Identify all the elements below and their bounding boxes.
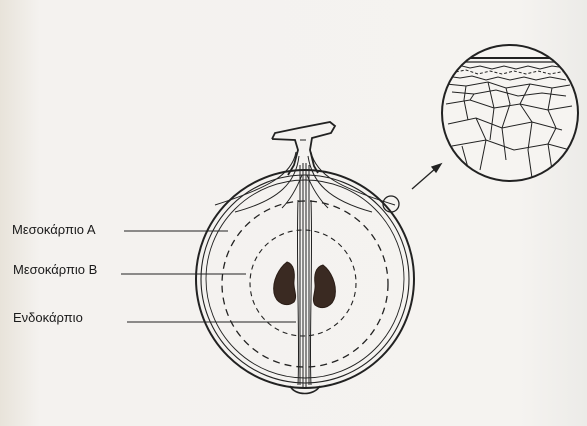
label-mesocarp-a: Μεσοκάρπιο Α xyxy=(12,223,96,237)
seed-left xyxy=(274,262,296,305)
magnifier-circle-icon xyxy=(440,45,580,181)
central-vascular-strands xyxy=(215,152,395,388)
leader-lines xyxy=(121,231,296,322)
arrow-icon xyxy=(412,164,441,189)
mesocarp-a-boundary xyxy=(222,201,388,367)
seeds xyxy=(274,262,336,308)
outer-skin xyxy=(196,170,414,388)
label-mesocarp-b: Μεσοκάρπιο Β xyxy=(13,263,97,277)
seed-right xyxy=(313,265,335,308)
label-endocarp: Ενδοκάρπιο xyxy=(13,311,83,325)
